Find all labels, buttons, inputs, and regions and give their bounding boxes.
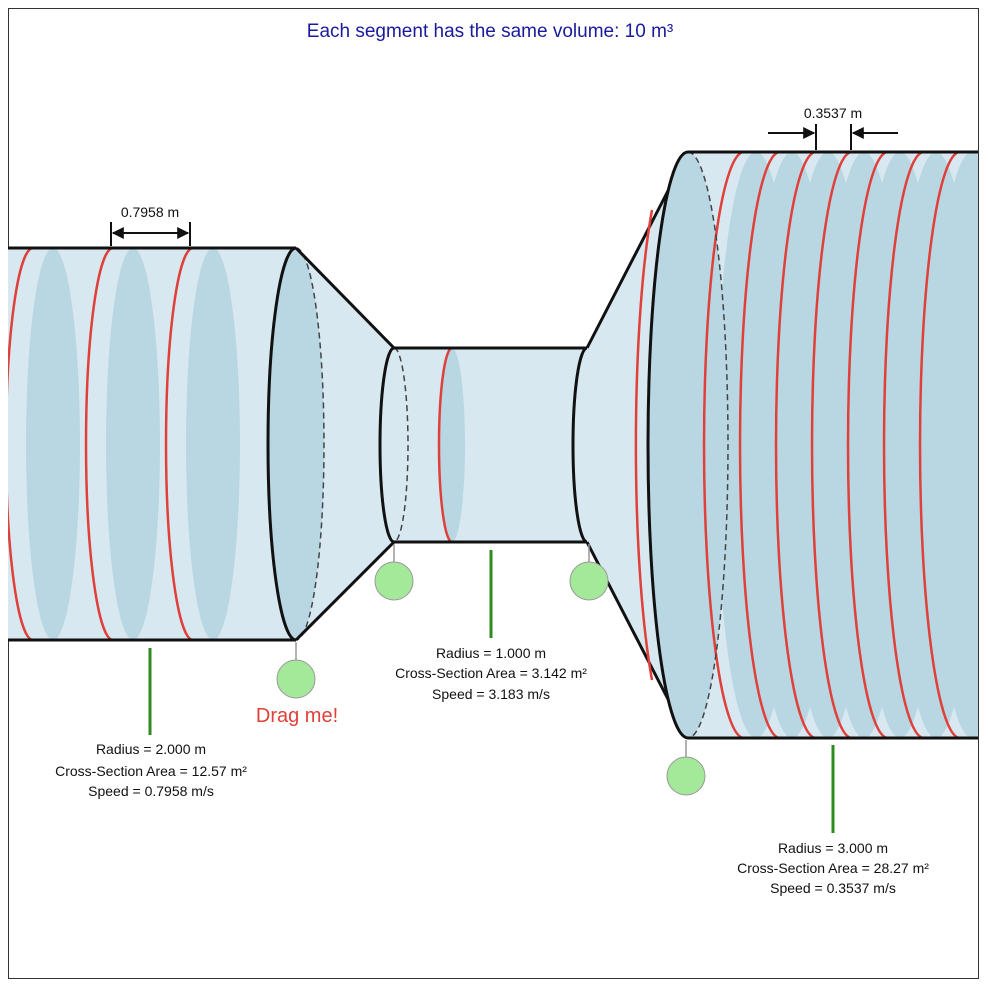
middle-left-hidden-edge <box>393 347 409 543</box>
right-speed-label: Speed = 0.3537 m/s <box>770 880 896 896</box>
middle-right-drag-handle[interactable] <box>569 561 609 601</box>
right-pipe-segment <box>634 150 978 740</box>
right-ring <box>882 152 925 738</box>
left-taper-bottom-edge <box>294 540 396 642</box>
right-ring <box>774 152 817 738</box>
left-speed-label: Speed = 0.7958 m/s <box>88 783 214 799</box>
middle-pipe-body <box>394 348 587 542</box>
left-slice <box>106 248 160 640</box>
right-ring <box>738 152 781 738</box>
right-drag-handle[interactable] <box>666 756 706 796</box>
middle-ring <box>437 346 453 544</box>
middle-radius-label: Radius = 1.000 m <box>436 645 546 661</box>
right-taper-ring <box>634 209 654 681</box>
middle-left-edge <box>378 346 395 544</box>
left-slice <box>186 248 240 640</box>
left-spacing-dimension: 0.7958 m <box>110 204 191 246</box>
left-slice <box>26 248 80 640</box>
left-mouth-face <box>268 248 324 640</box>
right-ring <box>810 152 853 738</box>
right-radius-label: Radius = 3.000 m <box>778 840 888 856</box>
left-drag-handle[interactable] <box>276 659 316 699</box>
right-mouth-face <box>648 152 728 738</box>
right-pipe-slices <box>702 152 978 738</box>
left-area-label: Cross-Section Area = 12.57 m² <box>55 763 247 779</box>
right-ring <box>846 152 889 738</box>
right-mouth-edge <box>646 150 689 740</box>
drag-hint: Drag me! <box>256 705 338 727</box>
middle-left-drag-handle[interactable] <box>374 561 414 601</box>
middle-speed-label: Speed = 3.183 m/s <box>432 686 550 702</box>
volume-title: Each segment has the same volume: 10 m³ <box>307 21 673 42</box>
left-taper <box>266 246 396 642</box>
right-ring <box>702 152 745 738</box>
left-ring <box>84 248 114 640</box>
right-ring <box>918 152 961 738</box>
middle-area-label: Cross-Section Area = 3.142 m² <box>395 665 587 681</box>
left-pipe-segment <box>8 246 296 642</box>
right-segment-info: Radius = 3.000 m Cross-Section Area = 28… <box>737 840 929 896</box>
middle-pipe-segment <box>378 346 602 544</box>
middle-right-edge <box>571 346 588 544</box>
right-area-label: Cross-Section Area = 28.27 m² <box>737 860 929 876</box>
left-segment-info: Radius = 2.000 m Cross-Section Area = 12… <box>55 741 247 799</box>
left-radius-label: Radius = 2.000 m <box>96 741 206 757</box>
left-taper-top-edge <box>294 246 396 350</box>
right-slice <box>932 152 978 738</box>
left-pipe-slices <box>8 248 240 640</box>
left-mouth-edge <box>266 246 297 642</box>
right-mouth-hidden-edge <box>687 151 729 739</box>
middle-segment-info: Radius = 1.000 m Cross-Section Area = 3.… <box>395 645 587 702</box>
left-ring <box>8 248 34 640</box>
left-mouth-hidden-edge <box>295 247 325 641</box>
left-ring <box>164 248 194 640</box>
middle-slice <box>439 348 465 542</box>
right-spacing-label: 0.3537 m <box>804 105 862 121</box>
right-spacing-dimension: 0.3537 m <box>768 105 898 150</box>
left-spacing-label: 0.7958 m <box>121 204 179 220</box>
